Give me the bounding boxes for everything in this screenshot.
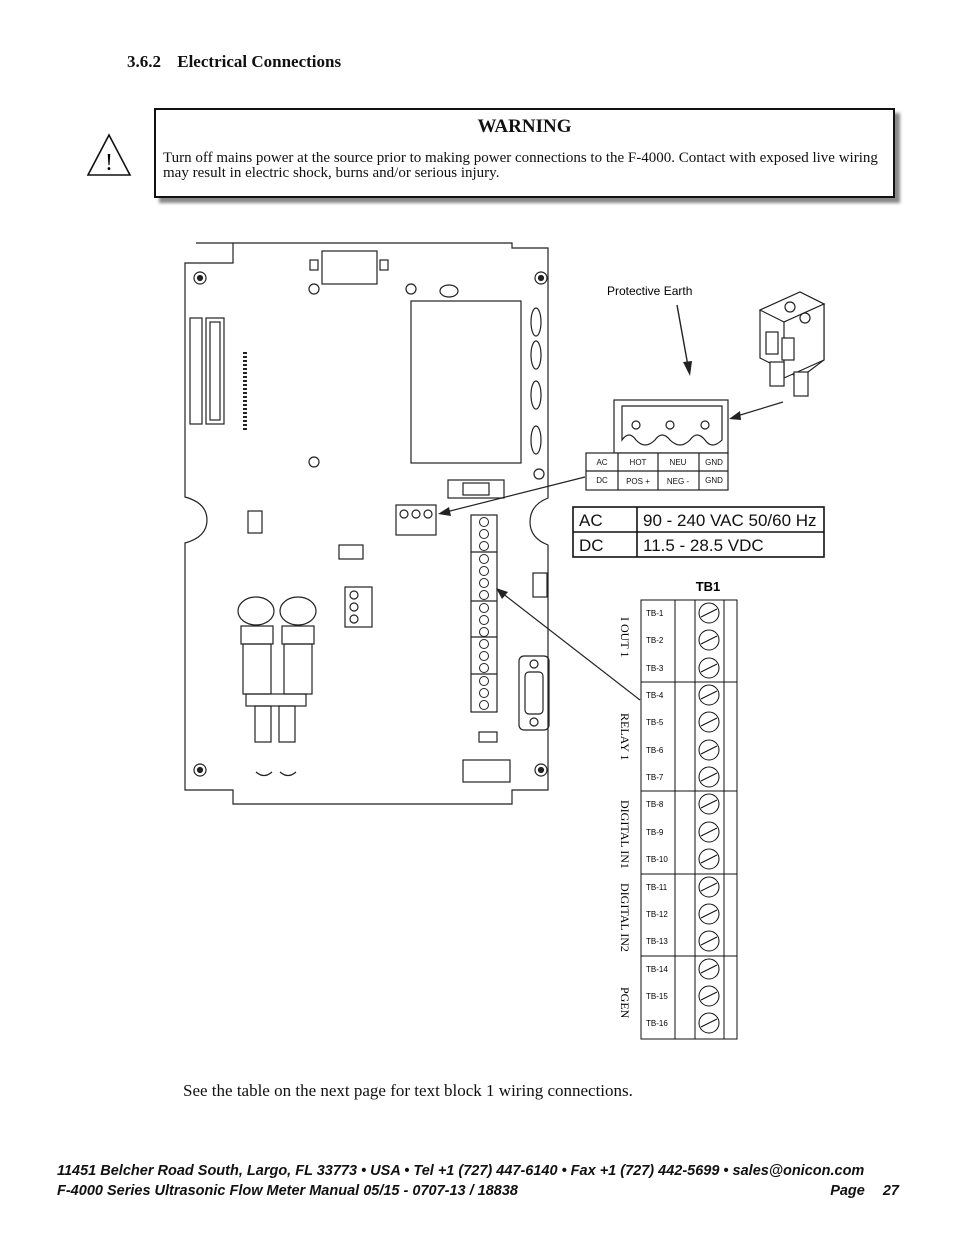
tb1-screw-slot	[700, 745, 718, 755]
tb1-terminal-label: TB-7	[646, 773, 664, 782]
supply-dc-type: DC	[579, 536, 604, 555]
footer-page-label: Page	[830, 1183, 865, 1199]
supply-table	[572, 506, 825, 558]
pt-dc-label: DC	[596, 476, 608, 485]
tb1-screw-slot	[700, 882, 718, 892]
tb1-screw-icon	[698, 958, 720, 980]
tb1-screw-slot	[700, 936, 718, 946]
pt-neg-label: NEG -	[667, 477, 690, 486]
tb1-title: TB1	[696, 579, 721, 594]
power-terminal-block	[585, 399, 729, 491]
warning-triangle-icon: !	[86, 133, 132, 176]
tb1-terminal-label: TB-15	[646, 992, 668, 1001]
tb1-screw-icon	[698, 1012, 720, 1034]
warning-icon-symbol: !	[105, 150, 113, 176]
tb1-screw-slot	[700, 964, 718, 974]
tb1-block	[640, 599, 738, 1040]
tb1-screw-slot	[700, 909, 718, 919]
footer-manual-line: F-4000 Series Ultrasonic Flow Meter Manu…	[57, 1183, 899, 1199]
tb1-group-label: RELAY 1	[618, 713, 632, 760]
tb1-screw-slot	[700, 991, 718, 1001]
tb1-screw-icon	[698, 793, 720, 815]
tb1-screw-slot	[700, 799, 718, 809]
pt-ac-label: AC	[596, 458, 607, 467]
tb1-terminal-label: TB-13	[646, 937, 668, 946]
tb1-screw-icon	[698, 876, 720, 898]
tb1-screw-icon	[698, 629, 720, 651]
footer-page: Page 27	[812, 1183, 899, 1199]
footer-manual: F-4000 Series Ultrasonic Flow Meter Manu…	[57, 1183, 518, 1199]
tb1-group-label: I OUT 1	[618, 617, 632, 657]
tb1-screw-icon	[698, 985, 720, 1007]
warning-title: WARNING	[477, 116, 572, 137]
circuit-board	[184, 242, 550, 805]
tb1-terminal-label: TB-6	[646, 746, 664, 755]
footer-page-number: 27	[882, 1183, 899, 1199]
tb1-screw-slot	[700, 772, 718, 782]
tb1-screw-slot	[700, 690, 718, 700]
wiring-note: See the table on the next page for text …	[183, 1081, 633, 1100]
tb1-group-label: DIGITAL IN2	[618, 883, 632, 952]
tb1-terminal-label: TB-10	[646, 855, 668, 864]
pt-pos-label: POS +	[626, 477, 650, 486]
supply-ac-range: 90 - 240 VAC 50/60 Hz	[643, 511, 817, 530]
tb1-screw-icon	[698, 903, 720, 925]
tb1-terminal-label: TB-2	[646, 636, 664, 645]
tb1-screw-icon	[698, 602, 720, 624]
protective-earth-label: Protective Earth	[607, 284, 692, 298]
tb1-terminal-label: TB-11	[646, 883, 668, 892]
tb1-terminal-label: TB-8	[646, 800, 664, 809]
tb1-screw-slot	[700, 608, 718, 618]
warning-text: Turn off mains power at the source prior…	[163, 150, 878, 181]
tb1-terminal-label: TB-12	[646, 910, 668, 919]
supply-table-text: AC 90 - 240 VAC 50/60 Hz DC 11.5 - 28.5 …	[579, 511, 817, 555]
tb1-screw-slot	[700, 827, 718, 837]
tb1-screw-icon	[698, 848, 720, 870]
supply-dc-range: 11.5 - 28.5 VDC	[643, 536, 764, 555]
tb1-screw-slot	[700, 717, 718, 727]
warning-box: WARNING Turn off mains power at the sour…	[154, 108, 895, 198]
footer-address: 11451 Belcher Road South, Largo, FL 3377…	[57, 1163, 865, 1179]
tb1-screw-icon	[698, 930, 720, 952]
tb1-screw-slot	[700, 854, 718, 864]
tb1-screw-slot	[700, 663, 718, 673]
supply-ac-type: AC	[579, 511, 603, 530]
power-terminal-labels: AC HOT NEU GND DC POS + NEG - GND	[596, 458, 723, 486]
tb1-terminal-label: TB-3	[646, 664, 664, 673]
tb1-rows: TB-1TB-2TB-3TB-4TB-5TB-6TB-7TB-8TB-9TB-1…	[646, 602, 720, 1034]
section-heading: 3.6.2 Electrical Connections	[127, 52, 341, 72]
pt-gnd-dc-label: GND	[705, 476, 723, 485]
pt-neu-label: NEU	[670, 458, 687, 467]
tb1-screw-icon	[698, 711, 720, 733]
tb1-screw-icon	[698, 739, 720, 761]
pt-hot-label: HOT	[630, 458, 647, 467]
tb1-group-label: PGEN	[618, 987, 632, 1019]
tb1-terminal-label: TB-5	[646, 718, 664, 727]
tb1-terminal-label: TB-4	[646, 691, 664, 700]
tb1-screw-slot	[700, 635, 718, 645]
tb1-screw-icon	[698, 657, 720, 679]
section-number: 3.6.2	[127, 52, 161, 71]
terminal-plug-graphic	[758, 291, 826, 397]
section-title: Electrical Connections	[177, 52, 342, 71]
tb1-terminal-label: TB-16	[646, 1019, 668, 1028]
pt-gnd-ac-label: GND	[705, 458, 723, 467]
tb1-screw-icon	[698, 684, 720, 706]
tb1-terminal-label: TB-9	[646, 828, 664, 837]
tb1-screw-slot	[700, 1018, 718, 1028]
tb1-screw-icon	[698, 821, 720, 843]
tb1-screw-icon	[698, 766, 720, 788]
tb1-terminal-label: TB-1	[646, 609, 664, 618]
tb1-terminal-label: TB-14	[646, 965, 668, 974]
tb1-group-label: DIGITAL IN1	[618, 800, 632, 869]
